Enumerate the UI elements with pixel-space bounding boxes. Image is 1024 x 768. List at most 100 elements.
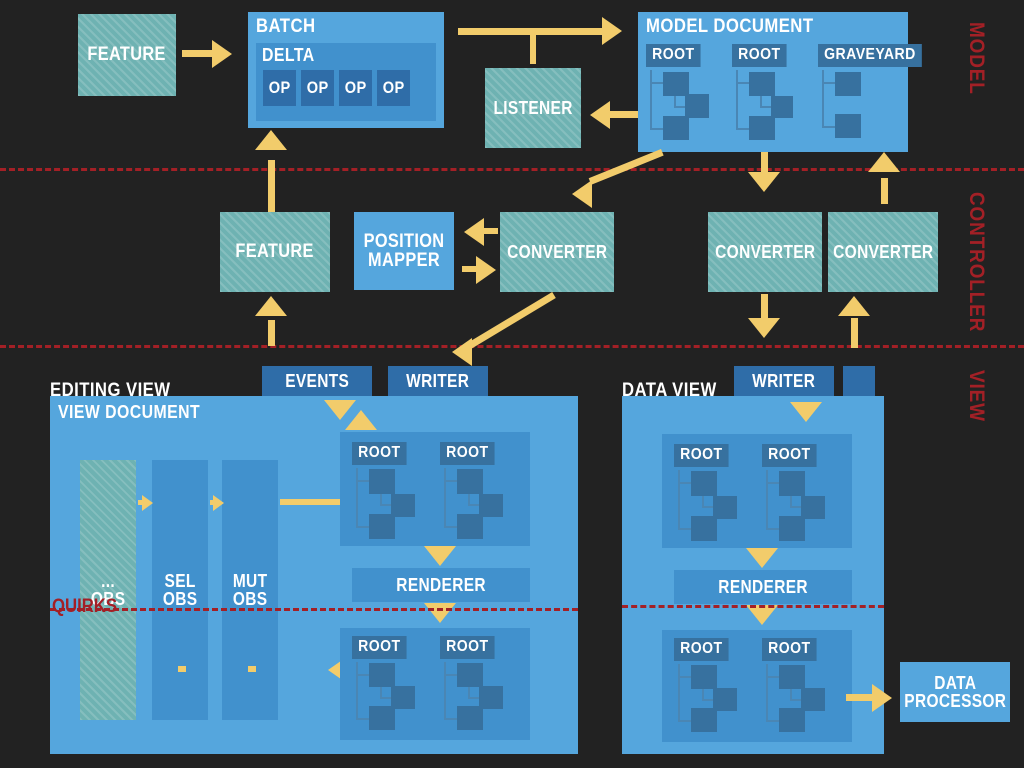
op-box-3[interactable]: OP [377,70,410,106]
arrow-feature-to-batch-shaft [182,50,214,57]
tree-node [457,663,483,687]
data-processor-box[interactable]: DATA PROCESSOR [900,662,1010,722]
tree-branch [356,674,370,676]
arrow-converter-to-modeldoc-shaft [881,178,888,204]
tree-node [457,706,483,730]
tree-branch [702,699,714,701]
data-view-panel[interactable]: ROOT ROOT [622,396,884,754]
op-box-0[interactable]: OP [263,70,296,106]
dataview-renderer-box[interactable]: RENDERER [674,570,852,604]
editing-lower-root-label-1: ROOT [440,636,495,659]
tree-branch [766,720,780,722]
editing-view-tab-writer-label: WRITER [406,370,470,391]
editing-renderer-box[interactable]: RENDERER [352,568,530,602]
tree-branch [766,676,780,678]
delta-box[interactable]: DELTA OP OP OP OP [256,43,436,121]
dataview-lower-root-label-1: ROOT [762,638,817,661]
tree-stem [356,662,358,720]
controller-converter-mid-box[interactable]: CONVERTER [708,212,822,292]
editing-upper-roots-container[interactable]: ROOT ROOT [340,432,530,546]
controller-converter-mid-label: CONVERTER [714,241,816,262]
dataview-upper-root-label-0: ROOT [674,444,729,467]
arrow-posmapper-to-converter-shaft [462,266,478,272]
tree-node [691,471,717,496]
tree-stem [674,96,676,108]
dataview-upper-roots-container[interactable]: ROOT ROOT [662,434,852,548]
tree-stem [380,494,382,506]
tree-branch [678,482,692,484]
model-doc-tree-0: ROOT [646,44,718,144]
tree-node [479,686,503,709]
op-label-2: OP [344,78,367,98]
arrow-modeldoc-to-listener-shaft [610,111,638,118]
tree-branch [766,482,780,484]
listener-box[interactable]: LISTENER [485,68,581,148]
editing-upper-root-label-0: ROOT [352,442,407,465]
tree-node [663,116,689,140]
tree-node [369,663,395,687]
tree-branch [822,126,836,128]
tree-node [391,494,415,517]
tree-node [801,688,825,711]
model-doc-tree-graveyard: GRAVEYARD [818,44,922,144]
controller-feature-box[interactable]: FEATURE [220,212,330,292]
dataview-lower-tree-0: ROOT [674,638,754,734]
tree-branch [444,674,458,676]
arrow-dataview-roots-to-renderer-head [746,548,778,568]
tree-stem [380,687,382,699]
tree-node [663,72,689,96]
op-label-3: OP [382,78,405,98]
tree-node [479,494,503,517]
observer-connector-head-0 [142,495,153,511]
tree-node [835,114,861,138]
arrow-dataview-renderer-to-lowerroots-head [746,605,778,625]
tree-stem [702,496,704,508]
view-document-panel[interactable]: VIEW DOCUMENT ... OBS SEL OBS MUT OBS [50,396,578,754]
op-label-1: OP [306,78,329,98]
batch-box[interactable]: BATCH DELTA OP OP OP OP [248,12,444,128]
data-view-tab-unlabeled[interactable] [843,366,875,396]
band-label-model: MODEL [965,22,988,95]
tree-branch [468,504,480,506]
editing-lower-tree-0: ROOT [352,636,432,732]
editing-renderer-label: RENDERER [396,574,486,595]
tree-node [391,686,415,709]
observer-connector-shaft-1 [210,500,215,505]
editing-lower-roots-container[interactable]: ROOT ROOT [340,628,530,740]
observer-other-label: ... OBS [90,570,126,609]
op-box-1[interactable]: OP [301,70,334,106]
tree-node [779,516,805,541]
arrow-feature-to-batch-head [212,40,232,68]
tree-stem [790,689,792,701]
arrow-batch-to-modeldoc-head [602,17,622,45]
tree-branch [678,676,692,678]
tree-branch [678,528,692,530]
model-document-box[interactable]: MODEL DOCUMENT ROOT ROOT GR [638,12,922,152]
editing-view-tab-writer[interactable]: WRITER [388,366,488,396]
arrow-converter-to-dataview-shaft [761,294,768,322]
dataview-lower-tree-1: ROOT [762,638,842,734]
controller-converter-right-box[interactable]: CONVERTER [828,212,938,292]
observer-sel-label: SEL OBS [162,570,198,609]
dataview-upper-tree-0: ROOT [674,444,754,541]
arrow-dataview-to-processor-head [872,684,892,712]
observer-column-other[interactable]: ... OBS [80,460,136,720]
tree-node [713,688,737,711]
arrow-obs-feedback-tick-1 [248,666,256,672]
tree-node [713,496,737,519]
tree-stem [822,70,824,128]
dataview-upper-tree-1: ROOT [762,444,842,541]
tree-node [457,469,483,494]
observer-column-mut[interactable]: MUT OBS [222,460,278,720]
data-view-tab-writer[interactable]: WRITER [734,366,834,396]
model-feature-box[interactable]: FEATURE [78,14,176,96]
editing-view-tab-events[interactable]: EVENTS [262,366,372,396]
op-box-2[interactable]: OP [339,70,372,106]
dataview-lower-roots-container[interactable]: ROOT ROOT [662,630,852,742]
controller-converter-right-label: CONVERTER [832,241,934,262]
position-mapper-box[interactable]: POSITION MAPPER [354,212,454,290]
observer-column-sel[interactable]: SEL OBS [152,460,208,720]
tree-node [779,665,805,689]
observer-connector-head-1 [213,495,224,511]
controller-converter-left-box[interactable]: CONVERTER [500,212,614,292]
